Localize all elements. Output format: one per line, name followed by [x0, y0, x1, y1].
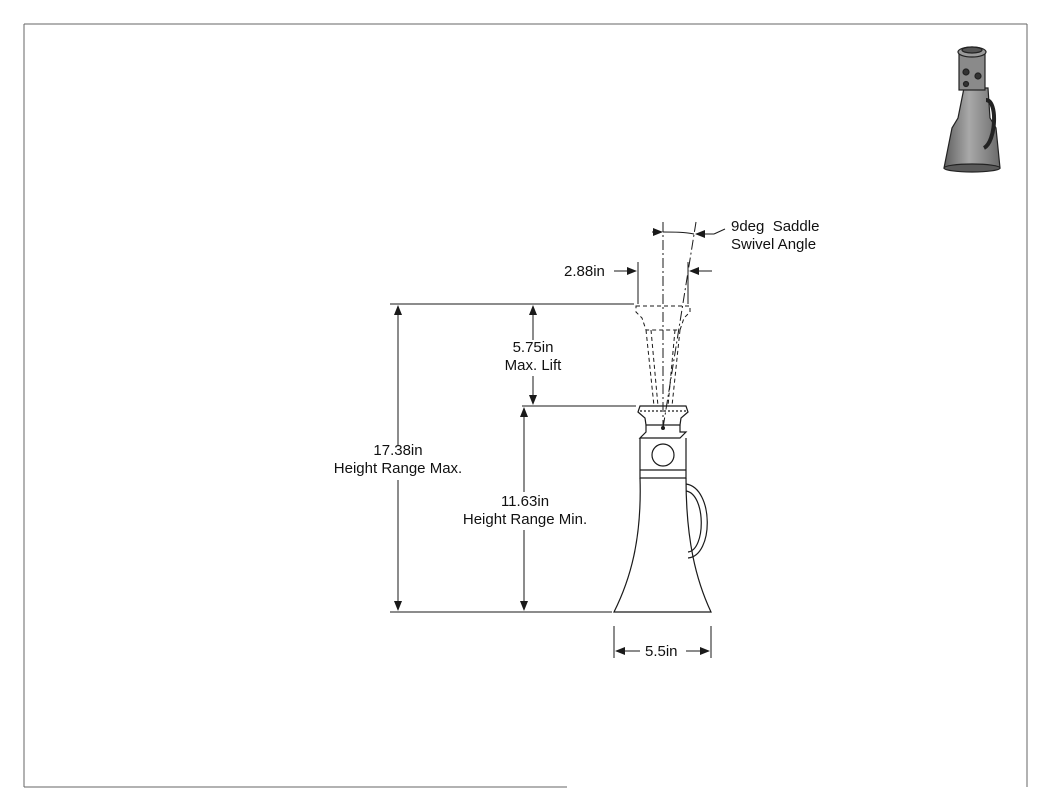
height-min-value: 11.63in [500, 493, 550, 510]
height-min-caption: Height Range Min. [462, 511, 588, 528]
swivel-angle-lines [652, 221, 726, 430]
isometric-thumbnail [943, 46, 1001, 173]
max-lift-label: 5.75in Max. Lift [483, 339, 583, 375]
max-lift-caption: Max. Lift [504, 357, 562, 374]
height-max-label: 17.38in Height Range Max. [318, 442, 478, 478]
height-min-label: 11.63in Height Range Min. [450, 493, 600, 529]
base-width-dimension [613, 626, 712, 658]
height-max-caption: Height Range Max. [333, 460, 463, 477]
vertical-extension-lines [390, 303, 636, 613]
saddle-width-dimension [614, 262, 712, 304]
jack-stand-profile [613, 405, 712, 613]
max-lift-value: 5.75in [512, 339, 554, 356]
swivel-angle-line2: Swivel Angle [731, 236, 817, 253]
height-max-value: 17.38in [373, 442, 423, 459]
saddle-width-label: 2.88in [564, 263, 605, 280]
raised-saddle-phantom [635, 305, 691, 407]
sheet-frame [23, 23, 1028, 788]
swivel-angle-label: 9deg Saddle Swivel Angle [731, 218, 819, 254]
swivel-angle-line1: 9deg Saddle [731, 218, 820, 235]
base-width-label: 5.5in [645, 643, 678, 660]
